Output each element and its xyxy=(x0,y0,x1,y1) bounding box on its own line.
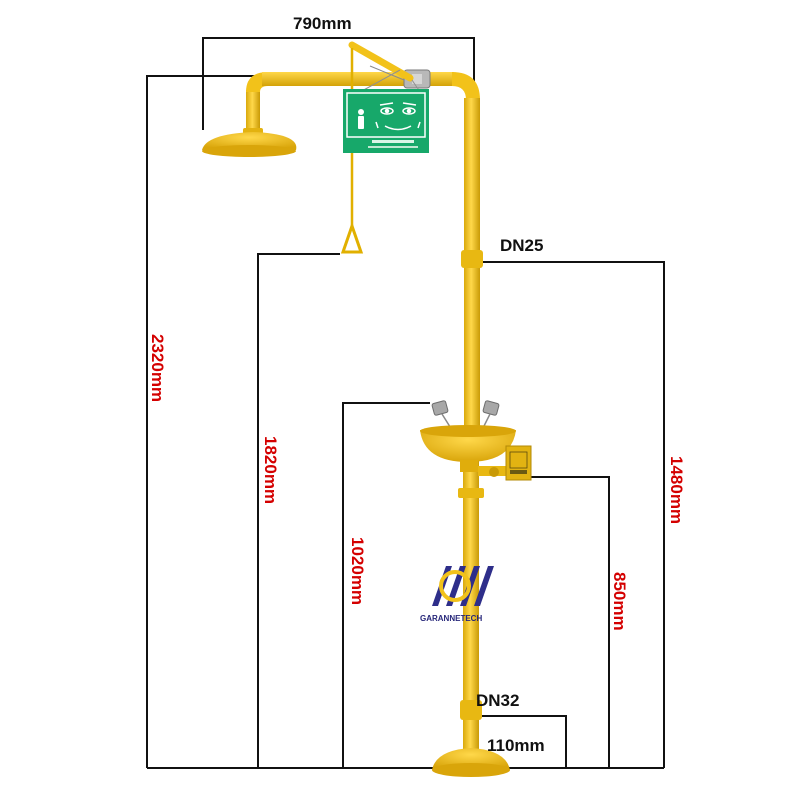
eyewash-height-dimension-line xyxy=(342,402,430,768)
person-icon xyxy=(358,109,364,129)
pull-rod-height-dimension-line xyxy=(257,253,340,768)
valve-height-dimension-line xyxy=(528,476,610,768)
total-height-label: 2320mm xyxy=(148,334,167,402)
main-pipe xyxy=(458,98,484,750)
width-dimension-label: 790mm xyxy=(293,14,352,33)
safety-sign xyxy=(343,69,429,153)
dimension-lines xyxy=(146,37,665,769)
logo-ring-icon xyxy=(439,570,471,602)
upper-pipe-size-label: DN25 xyxy=(500,236,543,255)
pull-rod-height-label: 1820mm xyxy=(261,436,280,504)
upper-section-height-label: 1480mm xyxy=(667,456,686,524)
eyewash-height-label: 1020mm xyxy=(348,537,367,605)
base-plate xyxy=(432,748,510,777)
logo-text: GARANNETECH xyxy=(420,614,482,623)
width-dimension-line xyxy=(202,37,475,130)
upper-section-dimension-line xyxy=(482,261,665,768)
base-offset-dimension-line xyxy=(476,715,567,768)
lower-pipe-size-label: DN32 xyxy=(476,691,519,710)
eyewash-face-icon xyxy=(375,102,421,131)
valve-height-label: 850mm xyxy=(610,572,629,631)
eyewash-valve xyxy=(478,445,532,481)
shower-head xyxy=(202,128,297,157)
base-offset-label: 110mm xyxy=(487,736,545,755)
brand-logo: GARANNETECH xyxy=(420,566,494,623)
pull-handle-icon[interactable] xyxy=(340,221,364,254)
total-height-dimension-line xyxy=(146,75,262,768)
eyewash-bowl xyxy=(420,400,516,472)
